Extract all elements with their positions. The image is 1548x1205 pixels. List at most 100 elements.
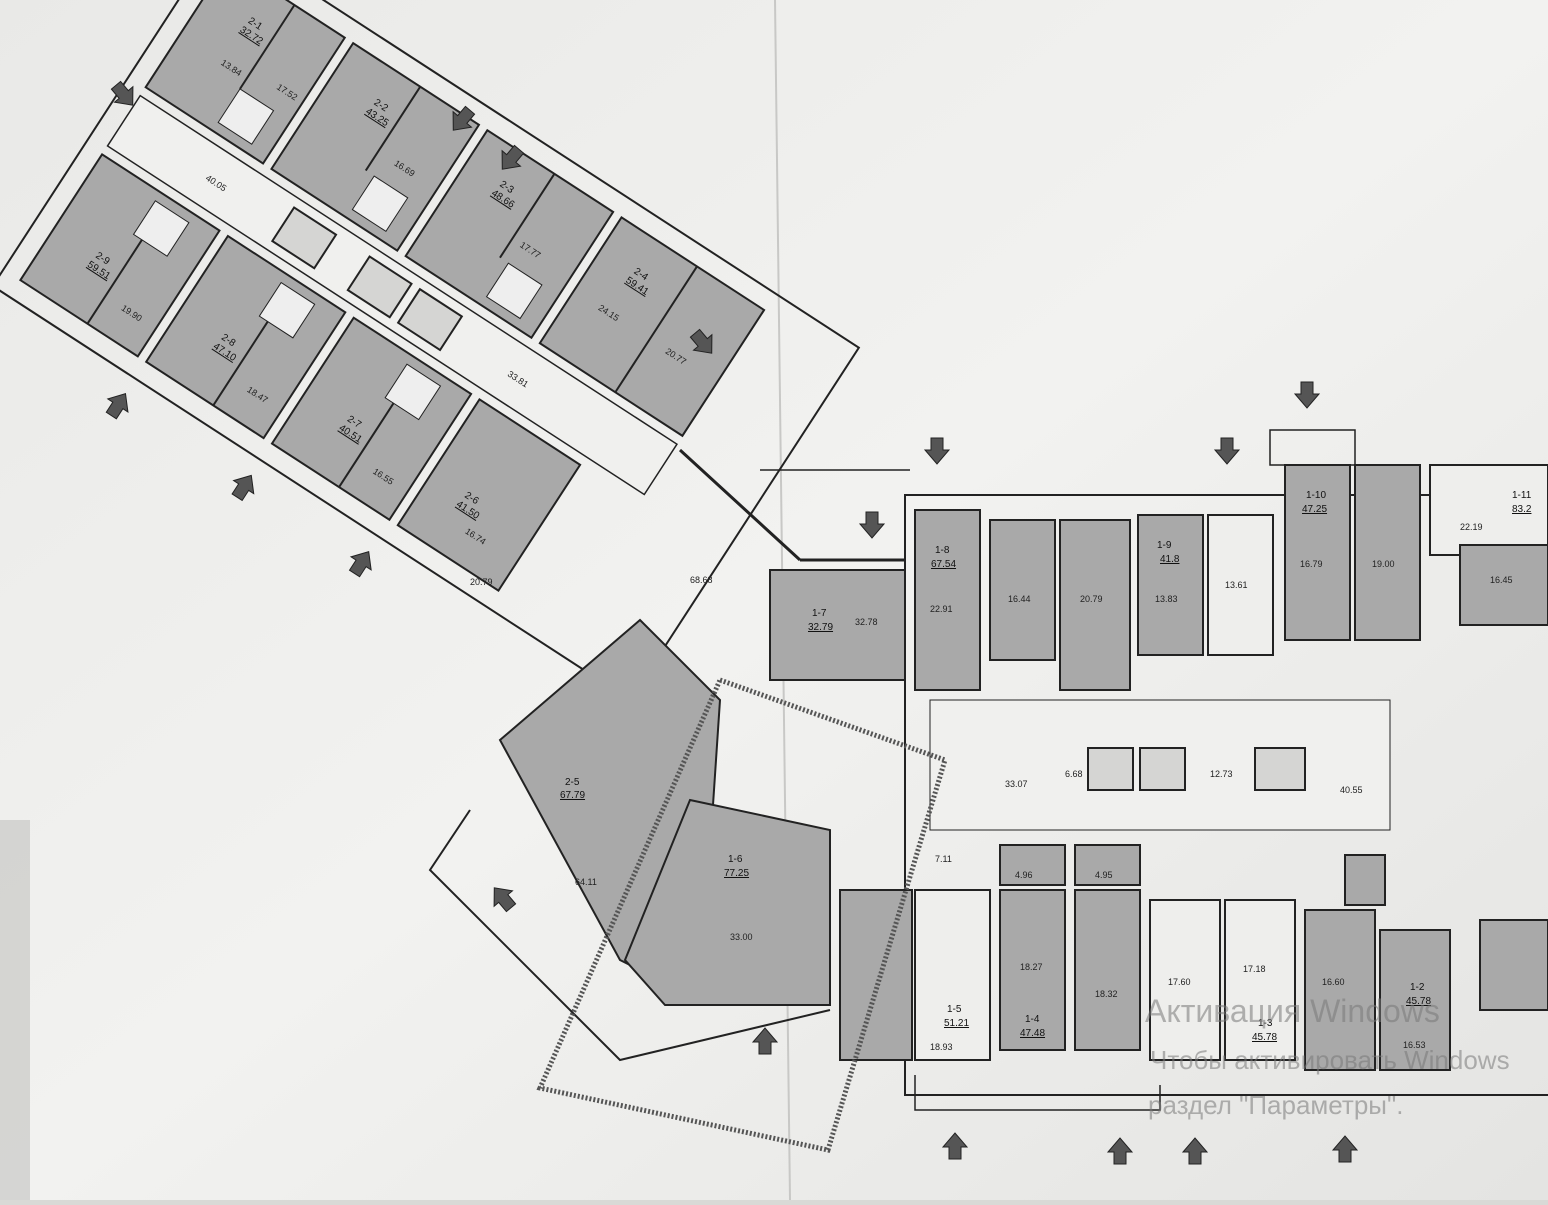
apt-1-8-area: 67.54 (931, 559, 956, 570)
watermark-title: Активация Windows (1145, 993, 1440, 1029)
partition (364, 86, 422, 172)
wet-room (132, 200, 190, 257)
apt-1-7-number: 1-7 (812, 608, 827, 619)
wet-room (384, 363, 442, 421)
apt-1-10-room (1354, 464, 1421, 641)
watermark-settings: раздел "Параметры". (1148, 1090, 1404, 1120)
lift-shaft (270, 206, 338, 270)
apt-2-5-area: 67.79 (560, 790, 585, 801)
room-area: 32.78 (855, 617, 878, 627)
watermark-subtitle: Чтобы активировать Windows (1150, 1045, 1510, 1075)
apt-2-3-block (404, 128, 615, 340)
apt-2-1-block (144, 0, 347, 165)
room-area: 64.11 (575, 877, 597, 887)
stair-landing (1269, 429, 1356, 466)
wet-room (351, 175, 409, 233)
apt-1-3-number: 1-3 (1258, 1018, 1273, 1029)
apt-1-5-block (839, 889, 913, 1061)
apt-1-10-block (1284, 464, 1351, 641)
apt-1-8-block (914, 509, 981, 691)
shadow-left-edge (0, 820, 30, 1200)
room-area: 4.96 (1015, 870, 1033, 880)
wet-room (1344, 854, 1386, 906)
lift-shaft (1254, 747, 1306, 791)
apt-1-2-number: 1-2 (1410, 982, 1425, 993)
left-wing-outline (0, 0, 861, 702)
terrace-outline (914, 1075, 1161, 1111)
apt-1-8-room (1059, 519, 1131, 691)
wet-room (485, 262, 543, 320)
room-area: 4.95 (1095, 870, 1113, 880)
apt-1-9-number: 1-9 (1157, 540, 1172, 551)
apt-1-11-area: 83.2 (1512, 504, 1532, 515)
apt-1-11-block (1429, 464, 1548, 556)
room-area: 33.07 (1005, 779, 1028, 789)
apt-1-7-area: 32.79 (808, 622, 833, 633)
right-wing-outline (904, 494, 1548, 1096)
room-area: 6.68 (1065, 769, 1083, 779)
room-area: 16.79 (1300, 559, 1323, 569)
apt-1-4-number: 1-4 (1025, 1014, 1040, 1025)
room-area: 13.83 (1155, 594, 1178, 604)
apt-1-4-room (1074, 889, 1141, 1051)
lift-shaft (346, 255, 413, 319)
apt-1-1-room (1479, 919, 1548, 1011)
apt-2-8-block (144, 234, 347, 440)
apt-2-6-block (396, 398, 582, 592)
outer-wall (428, 809, 831, 1062)
apt-1-6-block (623, 798, 831, 1006)
selection-outline (536, 676, 949, 1153)
apt-1-8-room (989, 519, 1056, 661)
lift-shaft (396, 287, 464, 352)
room-area: 13.61 (1225, 580, 1248, 590)
room-area: 20.79 (470, 577, 493, 587)
room-area: 20.79 (1080, 594, 1103, 604)
room-area: 40.55 (1340, 785, 1363, 795)
apt-1-8-number: 1-8 (935, 545, 950, 556)
room-area: 18.32 (1095, 989, 1118, 999)
apt-1-7-block (769, 569, 906, 681)
apt-1-2-block (1304, 909, 1376, 1071)
apt-1-9-block (1137, 514, 1204, 656)
room-area: 68.68 (690, 575, 713, 585)
wet-room (999, 844, 1066, 886)
room-area: 16.45 (1490, 575, 1513, 585)
room-area: 17.60 (1168, 977, 1191, 987)
room-area: 22.19 (1460, 522, 1483, 532)
wet-room (217, 88, 275, 145)
lift-shaft (1139, 747, 1186, 791)
wet-room (1074, 844, 1141, 886)
partition (338, 402, 395, 488)
room-area: 7.11 (935, 854, 952, 864)
apt-2-2-block (270, 41, 481, 253)
room-area: 22.91 (930, 604, 953, 614)
partition (614, 265, 698, 393)
apt-1-4-area: 47.48 (1020, 1028, 1045, 1039)
left-wing-top-row (144, 0, 766, 438)
partition (499, 173, 556, 259)
apt-2-4-block (538, 216, 766, 438)
room-area: 16.53 (1403, 1040, 1426, 1050)
room-area: 18.27 (1020, 962, 1043, 972)
apt-1-9-room (1207, 514, 1274, 656)
apt-1-2-area: 45.78 (1406, 996, 1431, 1007)
room-area: 33.00 (730, 932, 753, 942)
apt-2-9-block (18, 152, 221, 358)
apt-1-4-block (999, 889, 1066, 1051)
apt-1-6-number: 1-6 (728, 854, 743, 865)
outer-wall (678, 448, 802, 562)
apt-1-2-room (1379, 929, 1451, 1071)
room-area: 16.60 (1322, 977, 1345, 987)
partition (86, 239, 143, 325)
wet-room (258, 281, 316, 339)
apt-1-5-area: 51.21 (944, 1018, 969, 1029)
room-area: 17.18 (1243, 964, 1266, 974)
apt-1-3-block (1149, 899, 1221, 1061)
room-area: 16.44 (1008, 594, 1031, 604)
lift-shaft (1087, 747, 1134, 791)
apt-1-9-area: 41.8 (1160, 554, 1180, 565)
partition (212, 320, 269, 406)
apt-1-3-area: 45.78 (1252, 1032, 1277, 1043)
